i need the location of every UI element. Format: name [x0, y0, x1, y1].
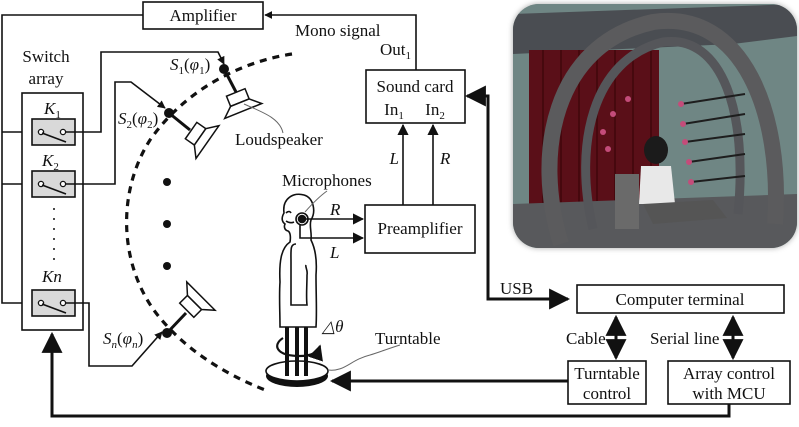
usb-label: USB — [500, 279, 533, 298]
turntable-control-line2: control — [583, 384, 631, 403]
mic-R-label: R — [329, 200, 341, 219]
inner-arc-frame — [581, 37, 745, 231]
switch-k2-label: K2 — [41, 151, 59, 173]
turntable-control-line1: Turntable — [574, 364, 640, 383]
chair — [615, 174, 639, 229]
in1-label: In1 — [384, 100, 404, 122]
loudspeaker-callout-line — [243, 103, 284, 134]
microphones-callout-line — [304, 190, 328, 213]
sound-card-R-label: R — [439, 149, 451, 168]
sound-card-block: Sound card In1 In2 — [365, 69, 466, 124]
amplifier-block: Amplifier — [142, 1, 264, 30]
out-sub: 1 — [406, 50, 412, 62]
mono-signal-label: Mono signal — [295, 21, 381, 40]
array-control-line1: Array control — [683, 364, 775, 383]
subject-head — [644, 136, 668, 164]
array-control-block: Array control with MCU — [667, 360, 791, 405]
switch-ellipsis — [53, 208, 55, 260]
sound-card-L-label: L — [389, 149, 399, 168]
mic-L-label: L — [329, 243, 339, 262]
turntable-callout-line — [327, 344, 401, 371]
switch-k1: K1 — [31, 99, 76, 146]
speaker-arc — [125, 52, 293, 392]
in2-label: In2 — [425, 100, 445, 122]
turntable-icon — [265, 327, 329, 387]
serial-line-label: Serial line — [650, 329, 719, 348]
speaker-ellipsis — [163, 178, 171, 270]
loudspeaker-s2 — [164, 108, 221, 161]
lap-foam — [643, 200, 727, 224]
sound-card-label: Sound card — [377, 77, 454, 96]
rotation-arrow-icon — [276, 337, 323, 362]
delta-theta-label: △θ — [321, 317, 343, 336]
switch-k1-label: K1 — [43, 99, 61, 121]
loudspeaker-s1 — [219, 64, 264, 120]
out-label: Out1 — [380, 40, 411, 62]
wire-array-control-to-switches — [41, 331, 731, 418]
outer-arc-frame — [541, 12, 784, 247]
amplifier-output-wire — [1, 14, 143, 304]
wire-kn-sn — [66, 302, 163, 367]
microphones-label: Microphones — [282, 171, 372, 190]
loudspeaker-label: Loudspeaker — [235, 130, 323, 149]
out-text: Out — [380, 40, 406, 59]
preamplifier-label: Preamplifier — [378, 219, 463, 238]
experiment-photo — [513, 4, 797, 248]
sn-label: Sn(φn) — [103, 329, 143, 351]
switch-array-title-2: array — [29, 69, 64, 88]
loudspeaker-sn — [162, 280, 217, 338]
preamplifier-block: Preamplifier — [364, 204, 476, 254]
wire-k1-s1 — [66, 51, 225, 133]
computer-terminal-label: Computer terminal — [616, 290, 745, 309]
wire-k2-s2 — [66, 81, 166, 185]
turntable-control-block: Turntable control — [567, 360, 647, 405]
cable-label: Cable — [566, 329, 606, 348]
turntable-label: Turntable — [375, 329, 441, 348]
switch-array-title-1: Switch — [22, 47, 70, 66]
array-control-line2: with MCU — [692, 384, 765, 403]
mono-signal-wire — [264, 11, 417, 70]
s2-label: S2(φ2) — [118, 109, 158, 131]
dummy-head-icon — [278, 193, 318, 328]
usb-wire — [464, 85, 571, 310]
switch-kn-label: Kn — [41, 267, 62, 286]
computer-terminal-block: Computer terminal — [576, 284, 785, 314]
wire-mic-L — [299, 224, 365, 244]
s1-label: S1(φ1) — [170, 55, 210, 77]
subject-body — [639, 166, 675, 204]
amplifier-label: Amplifier — [169, 6, 236, 25]
